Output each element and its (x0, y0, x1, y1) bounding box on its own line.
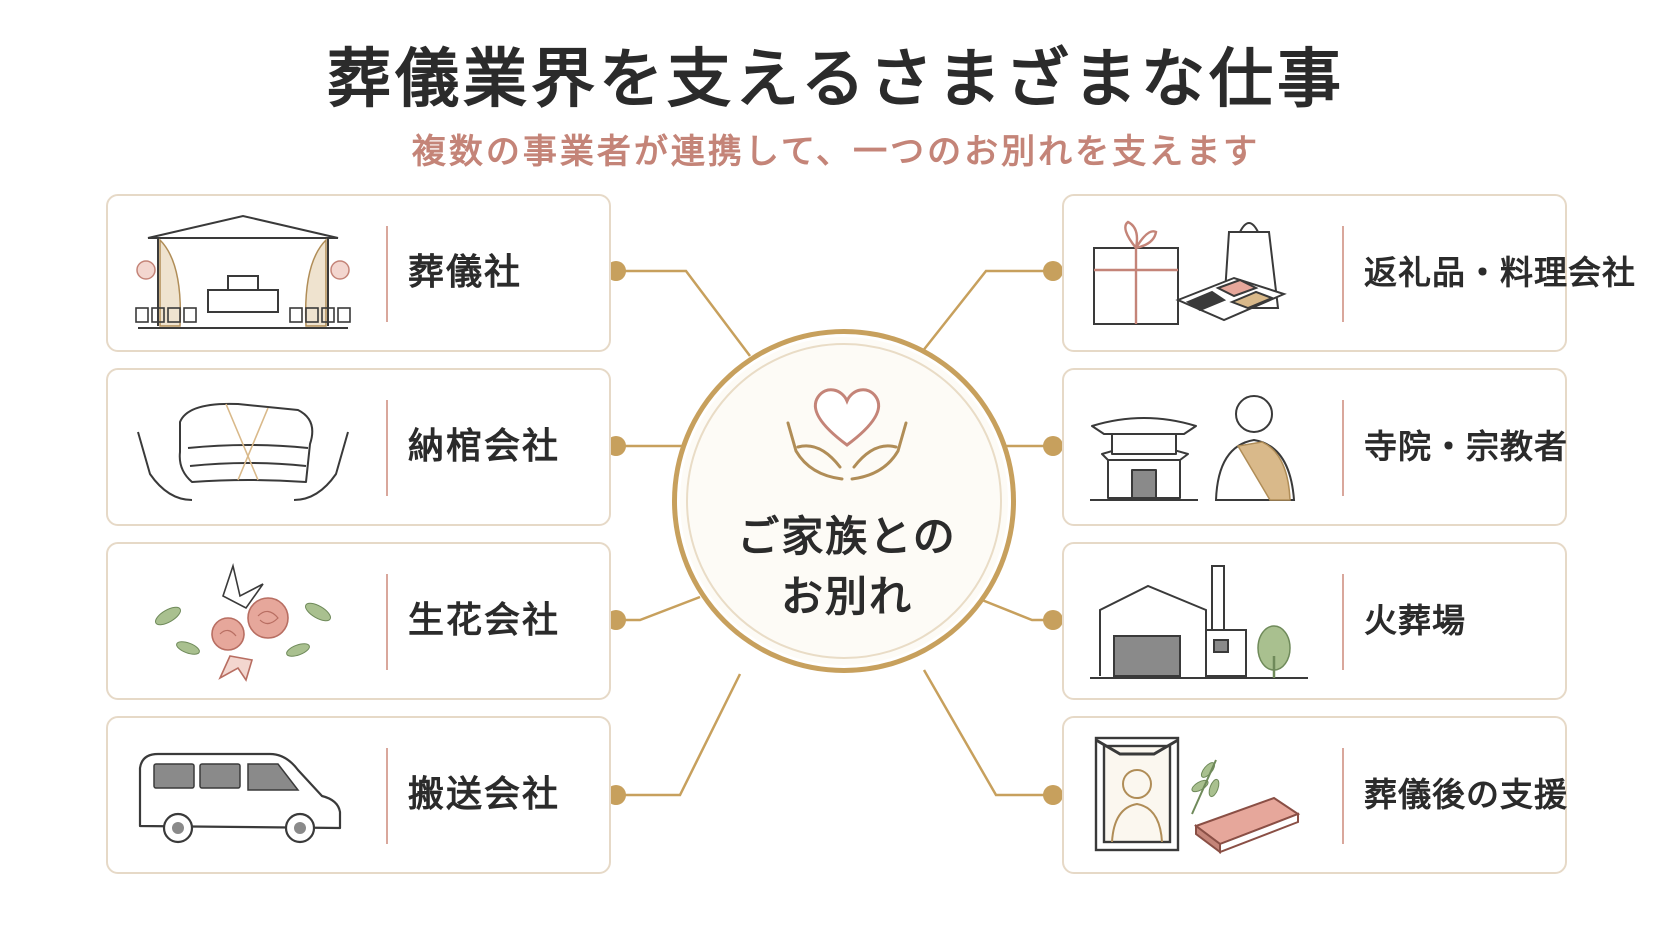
connector-dot (1043, 785, 1063, 805)
card-encoffining-company: 納棺会社 (106, 368, 611, 526)
card-label: 葬儀後の支援 (1364, 775, 1568, 814)
card-divider (1342, 400, 1344, 496)
page-title: 葬儀業界を支えるさまざまな仕事 (326, 43, 1346, 117)
card-return-gift-catering: 返礼品・料理会社 (1062, 194, 1635, 352)
card-label: 搬送会社 (408, 774, 561, 815)
center-line-1: ご家族との (737, 512, 957, 561)
card-divider (386, 748, 388, 844)
crematorium-icon (1090, 565, 1308, 679)
connector-dot (606, 436, 626, 456)
heart-in-hands-icon (786, 388, 908, 481)
card-temple-religious: 寺院・宗教者 (1062, 368, 1567, 526)
card-divider (386, 574, 388, 670)
connector-right-4 (922, 669, 1053, 797)
card-divider (386, 226, 388, 322)
connector-left-4 (616, 673, 742, 797)
connector-dot (1043, 261, 1063, 281)
center-hub-text: ご家族との お別れ (680, 507, 1014, 627)
connector-dot (606, 261, 626, 281)
center-hub-inner: ご家族との お別れ (677, 334, 1011, 668)
card-label: 納棺会社 (408, 426, 561, 467)
connector-dot (606, 610, 626, 630)
page-subtitle: 複数の事業者が連携して、一つのお別れを支えます (411, 132, 1261, 172)
connector-right-1 (921, 269, 1053, 353)
card-label: 生花会社 (408, 600, 561, 641)
card-label: 火葬場 (1364, 601, 1466, 640)
card-divider (386, 400, 388, 496)
funeral-hall-icon (135, 214, 351, 329)
card-label: 返礼品・料理会社 (1364, 253, 1636, 292)
card-post-funeral-support: 葬儀後の支援 (1062, 716, 1567, 874)
center-hub: ご家族との お別れ (672, 329, 1016, 673)
temple-and-monk-icon (1090, 395, 1296, 501)
center-hub-ring (686, 343, 1002, 659)
connector-dot (1043, 436, 1063, 456)
van-icon (138, 752, 342, 844)
card-transport-company: 搬送会社 (106, 716, 611, 874)
card-florist-company: 生花会社 (106, 542, 611, 700)
card-label: 葬儀社 (408, 252, 523, 293)
card-divider (1342, 574, 1344, 670)
card-funeral-company: 葬儀社 (106, 194, 611, 352)
card-label: 寺院・宗教者 (1364, 427, 1568, 466)
card-crematorium: 火葬場 (1062, 542, 1567, 700)
center-line-2: お別れ (780, 572, 913, 621)
connector-dot (606, 785, 626, 805)
connector-dot (1043, 610, 1063, 630)
card-divider (1342, 748, 1344, 844)
connector-left-1 (616, 269, 751, 357)
memorial-portrait-icon (1094, 736, 1301, 854)
flower-bouquet-icon (155, 563, 331, 682)
card-divider (1342, 226, 1344, 322)
gift-and-bento-icon (1093, 220, 1287, 325)
shroud-in-hands-icon (137, 402, 349, 501)
